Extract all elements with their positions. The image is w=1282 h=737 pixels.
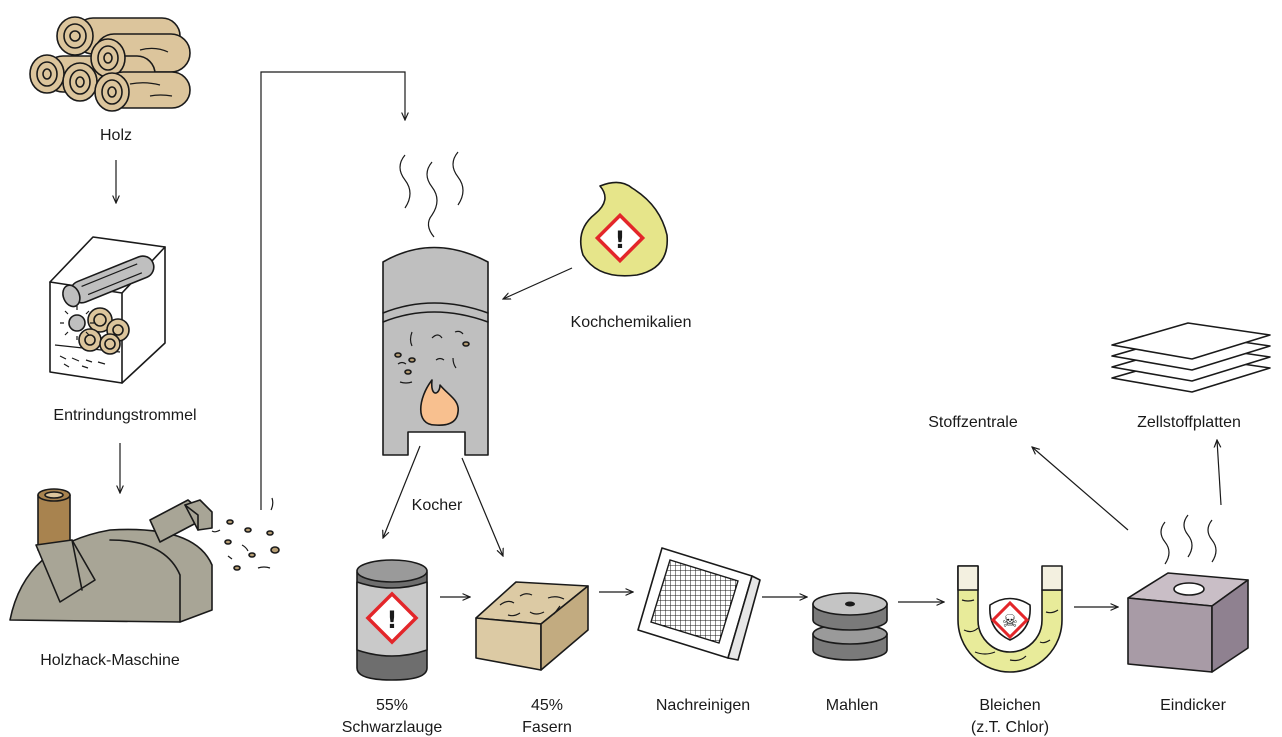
label-mahlen: Mahlen [826, 697, 878, 714]
hazard-exclamation-icon: ! [615, 226, 626, 254]
digester-icon [382, 246, 489, 456]
toxic-skull-icon: ☠ [1002, 611, 1018, 632]
arrow-holzhack-kocher [260, 71, 405, 510]
label-schwarzlauge-percent: 55% [376, 697, 408, 714]
label-bleichen: Bleichen [979, 697, 1040, 714]
sieve-screen-icon [637, 547, 761, 661]
label-eindicker: Eindicker [1160, 697, 1226, 714]
label-bleichen-note: (z.T. Chlor) [971, 719, 1049, 736]
wood-chipper-icon [9, 488, 213, 623]
wood-chips-icon [211, 497, 280, 571]
label-fasern: Fasern [522, 719, 572, 736]
label-zellstoffplatten: Zellstoffplatten [1137, 414, 1241, 431]
logs-icon [29, 16, 191, 112]
label-nachreinigen: Nachreinigen [656, 697, 750, 714]
label-kochchemikalien: Kochchemikalien [571, 314, 692, 331]
label-kocher: Kocher [412, 497, 463, 514]
steam-icon [1160, 514, 1217, 565]
label-fasern-percent: 45% [531, 697, 563, 714]
arrow-eindicker-zellstoffplatten [1217, 440, 1222, 506]
grinding-stones-icon [812, 592, 888, 661]
label-holz: Holz [100, 127, 132, 144]
thickener-box-icon [1127, 572, 1249, 673]
steam-icon [399, 151, 464, 238]
bleaching-tank-icon: ☠ [957, 565, 1063, 673]
label-schwarzlauge: Schwarzlauge [342, 719, 443, 736]
debarking-drum-icon [49, 236, 166, 384]
arrow-kocher-schwarzlauge [383, 445, 421, 538]
chemicals-bag-icon: ! [579, 181, 668, 277]
arrow-chemikalien-kocher [503, 267, 573, 299]
label-holzhack-maschine: Holzhack-Maschine [40, 652, 180, 669]
black-liquor-barrel-icon: ! [356, 559, 428, 681]
label-entrindungstrommel: Entrindungstrommel [53, 407, 196, 424]
arrow-eindicker-stoffzentrale [1032, 447, 1129, 531]
arrow-kocher-fasern [461, 457, 503, 556]
label-stoffzentrale: Stoffzentrale [928, 414, 1018, 431]
hazard-exclamation-icon: ! [387, 606, 398, 634]
fiber-block-icon [475, 581, 589, 671]
pulp-sheets-icon [1111, 322, 1271, 393]
